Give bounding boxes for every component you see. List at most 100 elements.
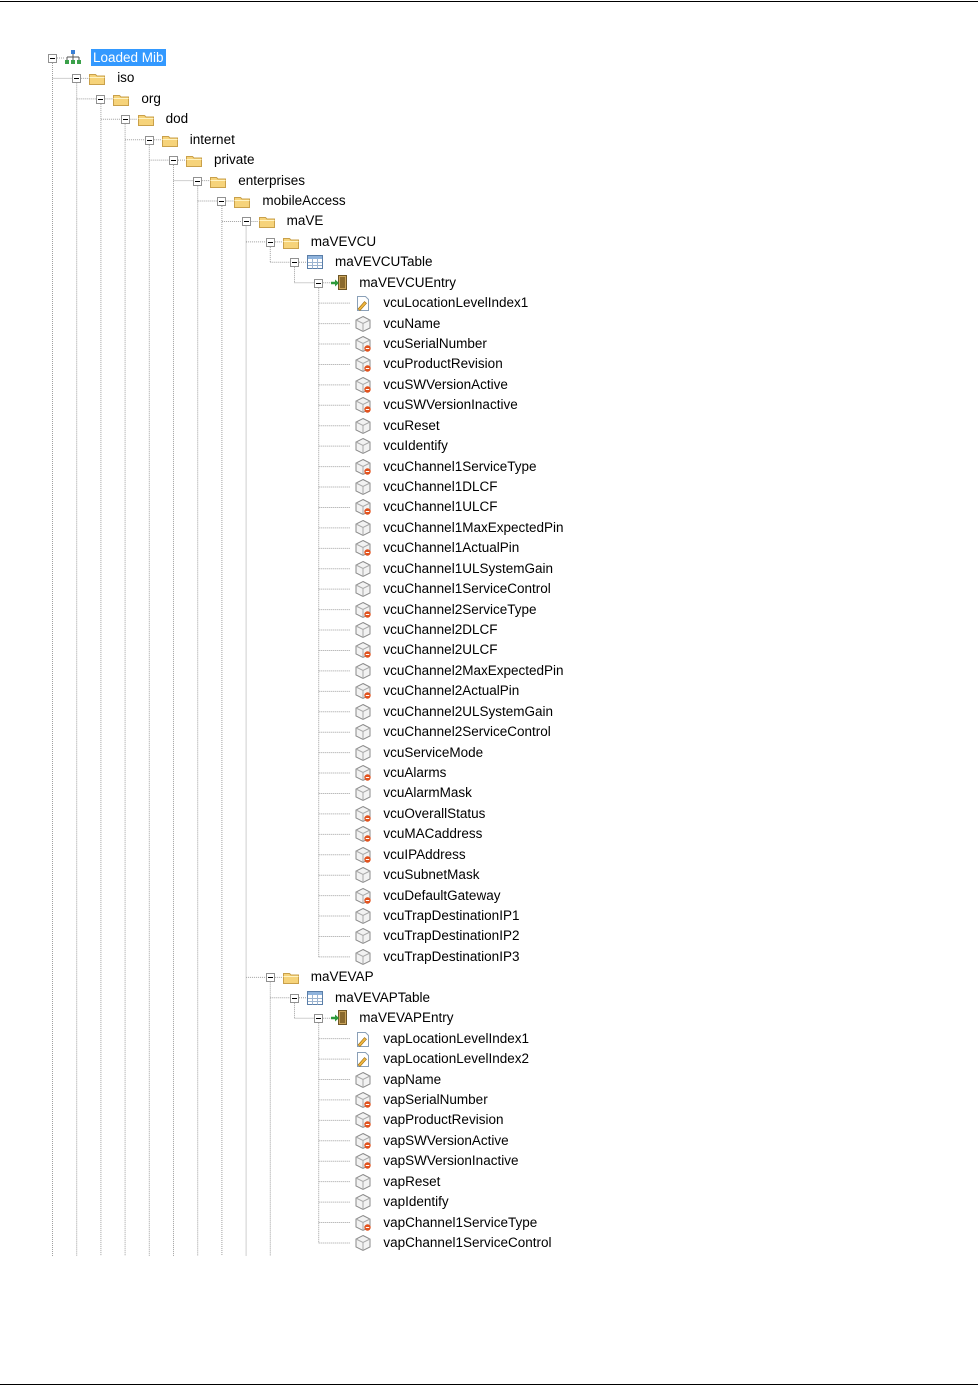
tree-node[interactable]: dod xyxy=(0,109,978,129)
tree-node-label[interactable]: vapName xyxy=(383,1071,442,1087)
tree-node[interactable]: vapSWVersionActive xyxy=(0,1131,978,1151)
tree-node-label[interactable]: vapLocationLevelIndex2 xyxy=(383,1051,530,1067)
tree-node[interactable]: vcuProductRevision xyxy=(0,354,978,374)
tree-node-label[interactable]: vcuIdentify xyxy=(383,438,448,454)
tree-node[interactable]: vapSWVersionInactive xyxy=(0,1151,978,1171)
tree-node[interactable]: vcuChannel1ULCF xyxy=(0,497,978,517)
tree-node[interactable]: enterprises xyxy=(0,171,978,191)
tree-node[interactable]: vapReset xyxy=(0,1172,978,1192)
tree-node-label[interactable]: vapChannel1ServiceControl xyxy=(383,1234,552,1250)
tree-node-label[interactable]: vcuProductRevision xyxy=(383,356,503,372)
tree-node-label[interactable]: vcuChannel1ActualPin xyxy=(383,540,520,556)
tree-node[interactable]: Loaded Mib xyxy=(0,48,978,68)
tree-node[interactable]: vcuTrapDestinationIP2 xyxy=(0,926,978,946)
tree-node[interactable]: vapLocationLevelIndex2 xyxy=(0,1049,978,1069)
tree-node[interactable]: vcuReset xyxy=(0,416,978,436)
tree-node-label[interactable]: vapReset xyxy=(383,1173,441,1189)
tree-node-label[interactable]: maVEVCU xyxy=(310,233,377,249)
tree-node-label[interactable]: maVEVCUEntry xyxy=(359,274,456,290)
tree-node[interactable]: vcuChannel2ULSystemGain xyxy=(0,702,978,722)
tree-node[interactable]: vcuSubnetMask xyxy=(0,865,978,885)
tree-node-label[interactable]: vcuIPAddress xyxy=(383,846,466,862)
tree-node[interactable]: vcuTrapDestinationIP1 xyxy=(0,906,978,926)
tree-node-label[interactable]: vcuTrapDestinationIP2 xyxy=(383,928,520,944)
tree-node[interactable]: maVEVAPTable xyxy=(0,988,978,1008)
tree-node[interactable]: internet xyxy=(0,130,978,150)
tree-node-label[interactable]: vapIdentify xyxy=(383,1194,449,1210)
tree-node[interactable]: vcuLocationLevelIndex1 xyxy=(0,293,978,313)
tree-node[interactable]: org xyxy=(0,89,978,109)
tree-node[interactable]: vcuDefaultGateway xyxy=(0,886,978,906)
tree-node-label[interactable]: vcuChannel2ServiceType xyxy=(383,601,537,617)
tree-node[interactable]: maVE xyxy=(0,211,978,231)
tree-node-label[interactable]: dod xyxy=(165,111,189,127)
tree-node-label[interactable]: org xyxy=(141,90,161,106)
tree-node-label[interactable]: vcuTrapDestinationIP3 xyxy=(383,948,520,964)
tree-node-label[interactable]: vcuName xyxy=(383,315,441,331)
collapse-toggle[interactable] xyxy=(217,197,227,206)
tree-node-label[interactable]: vcuOverallStatus xyxy=(383,805,486,821)
tree-node-label[interactable]: vcuChannel1ServiceType xyxy=(383,458,537,474)
collapse-toggle[interactable] xyxy=(290,993,299,1003)
collapse-toggle[interactable] xyxy=(96,94,106,104)
tree-node[interactable]: mobileAccess xyxy=(0,191,978,211)
tree-node[interactable]: vcuChannel2ServiceControl xyxy=(0,722,978,742)
tree-node-label[interactable]: vcuSerialNumber xyxy=(383,336,487,352)
collapse-toggle[interactable] xyxy=(120,115,130,125)
tree-node[interactable]: vcuIdentify xyxy=(0,436,978,456)
collapse-toggle[interactable] xyxy=(144,135,154,145)
tree-node[interactable]: vcuChannel1ServiceControl xyxy=(0,579,978,599)
tree-node[interactable]: vcuChannel1ULSystemGain xyxy=(0,559,978,579)
tree-node-label[interactable]: vcuMACaddress xyxy=(383,826,483,842)
tree-node[interactable]: vapProductRevision xyxy=(0,1110,978,1130)
tree-node[interactable]: vapSerialNumber xyxy=(0,1090,978,1110)
tree-node[interactable]: vcuOverallStatus xyxy=(0,804,978,824)
collapse-toggle[interactable] xyxy=(314,278,324,288)
tree-node-label[interactable]: vcuChannel2ULCF xyxy=(383,642,498,658)
tree-node-label[interactable]: iso xyxy=(117,70,135,86)
tree-node[interactable]: vapChannel1ServiceControl xyxy=(0,1233,978,1253)
tree-node-label[interactable]: vcuChannel1ULSystemGain xyxy=(383,560,553,576)
tree-node[interactable]: vcuChannel2MaxExpectedPin xyxy=(0,661,978,681)
tree-node-label[interactable]: private xyxy=(214,152,255,168)
tree-node[interactable]: iso xyxy=(0,68,978,88)
tree-node-label[interactable]: vcuChannel1MaxExpectedPin xyxy=(383,519,564,535)
tree-node-label[interactable]: vcuChannel2ActualPin xyxy=(383,683,520,699)
tree-node[interactable]: vcuSWVersionInactive xyxy=(0,395,978,415)
tree-node-label[interactable]: vapSWVersionInactive xyxy=(383,1153,519,1169)
tree-node[interactable]: maVEVCUEntry xyxy=(0,273,978,293)
tree-node[interactable]: vcuChannel1DLCF xyxy=(0,477,978,497)
tree-node[interactable]: vcuChannel1ActualPin xyxy=(0,538,978,558)
collapse-toggle[interactable] xyxy=(265,973,275,983)
tree-node[interactable]: maVEVCU xyxy=(0,232,978,252)
tree-node-label[interactable]: maVEVAPTable xyxy=(335,989,431,1005)
tree-node-label[interactable]: vcuChannel2DLCF xyxy=(383,622,498,638)
tree-node[interactable]: vcuSWVersionActive xyxy=(0,375,978,395)
collapse-toggle[interactable] xyxy=(169,156,178,166)
collapse-toggle[interactable] xyxy=(265,237,275,247)
tree-node-label[interactable]: vcuChannel1ServiceControl xyxy=(383,581,551,597)
tree-node-label[interactable]: vcuSWVersionActive xyxy=(383,376,508,392)
tree-node-label[interactable]: enterprises xyxy=(238,172,305,188)
tree-node[interactable]: maVEVCUTable xyxy=(0,252,978,272)
tree-node-label[interactable]: vcuSubnetMask xyxy=(383,867,480,883)
tree-node[interactable]: vcuTrapDestinationIP3 xyxy=(0,947,978,967)
tree-node-label[interactable]: mobileAccess xyxy=(262,193,346,208)
collapse-toggle[interactable] xyxy=(72,74,82,84)
collapse-toggle[interactable] xyxy=(193,176,203,186)
tree-node[interactable]: vapName xyxy=(0,1070,978,1090)
tree-node-label[interactable]: vcuChannel1DLCF xyxy=(383,479,498,495)
tree-node-label[interactable]: vcuChannel1ULCF xyxy=(383,499,498,515)
tree-node-label[interactable]: vcuChannel2MaxExpectedPin xyxy=(383,662,564,678)
tree-node[interactable]: vcuChannel1ServiceType xyxy=(0,457,978,477)
tree-node[interactable]: vcuMACaddress xyxy=(0,824,978,844)
tree-node[interactable]: vcuChannel2ULCF xyxy=(0,640,978,660)
tree-node[interactable]: vcuName xyxy=(0,314,978,334)
tree-node-label[interactable]: Loaded Mib xyxy=(91,49,166,66)
tree-node-label[interactable]: vapSWVersionActive xyxy=(383,1132,509,1148)
tree-node[interactable]: maVEVAPEntry xyxy=(0,1008,978,1028)
tree-node[interactable]: vapLocationLevelIndex1 xyxy=(0,1029,978,1049)
tree-node[interactable]: private xyxy=(0,150,978,170)
tree-node[interactable]: vcuAlarmMask xyxy=(0,783,978,803)
